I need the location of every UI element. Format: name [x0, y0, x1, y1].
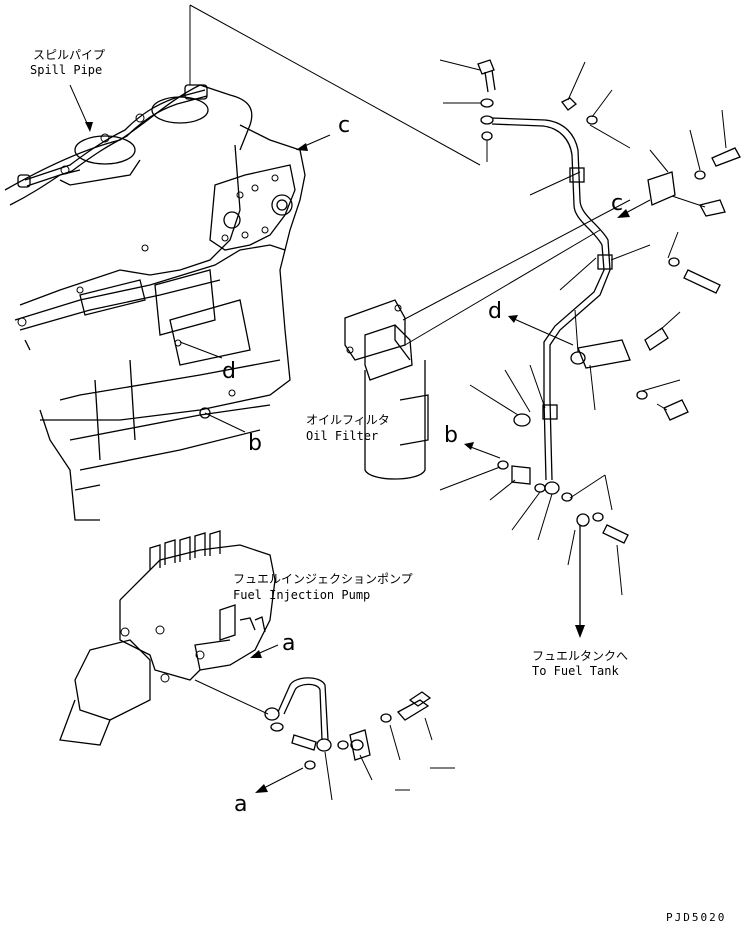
- callout-d-engine: d: [179, 341, 236, 384]
- spill-pipe-label-jp: スピルパイプ: [33, 48, 105, 62]
- callout-a-lower-letter: a: [234, 792, 247, 817]
- callout-b-engine: b: [204, 412, 262, 456]
- fuel-injection-pump-label-jp: フュエルインジェクションポンプ: [233, 572, 413, 586]
- spill-pipe: [17, 84, 208, 188]
- to-fuel-tank-label: フュエルタンクへ To Fuel Tank: [532, 649, 628, 678]
- callout-a-pump-letter: a: [282, 631, 295, 656]
- callout-d-right: d: [488, 299, 574, 346]
- pump-pipe: [194, 677, 455, 801]
- callout-d-engine-letter: d: [222, 359, 236, 384]
- callout-b-right-letter: b: [444, 423, 458, 448]
- callout-c-right: c: [611, 191, 651, 218]
- fuel-injection-pump-label-en: Fuel Injection Pump: [233, 588, 370, 602]
- oil-filter: オイルフィルタ Oil Filter: [306, 199, 631, 480]
- callout-c-engine: c: [296, 113, 350, 151]
- spill-pipe-label: スピルパイプ Spill Pipe: [30, 48, 105, 132]
- return-piping: [439, 59, 741, 638]
- callout-a-pump: a: [250, 631, 295, 658]
- callout-c-engine-letter: c: [338, 113, 350, 138]
- to-fuel-tank-label-jp: フュエルタンクへ: [532, 649, 628, 663]
- drawing-code: PJD5020: [666, 911, 726, 924]
- callout-c-right-letter: c: [611, 191, 623, 216]
- spill-pipe-label-en: Spill Pipe: [30, 63, 102, 77]
- callout-b-engine-letter: b: [248, 431, 262, 456]
- fuel-injection-pump: フュエルインジェクションポンプ Fuel Injection Pump: [59, 530, 413, 746]
- callout-d-right-letter: d: [488, 299, 502, 324]
- to-fuel-tank-label-en: To Fuel Tank: [532, 664, 619, 678]
- engine-block: [4, 84, 306, 521]
- callout-a-lower: a: [234, 767, 304, 817]
- oil-filter-label-jp: オイルフィルタ: [306, 413, 390, 427]
- oil-filter-label-en: Oil Filter: [306, 429, 378, 443]
- callout-b-right: b: [444, 423, 501, 459]
